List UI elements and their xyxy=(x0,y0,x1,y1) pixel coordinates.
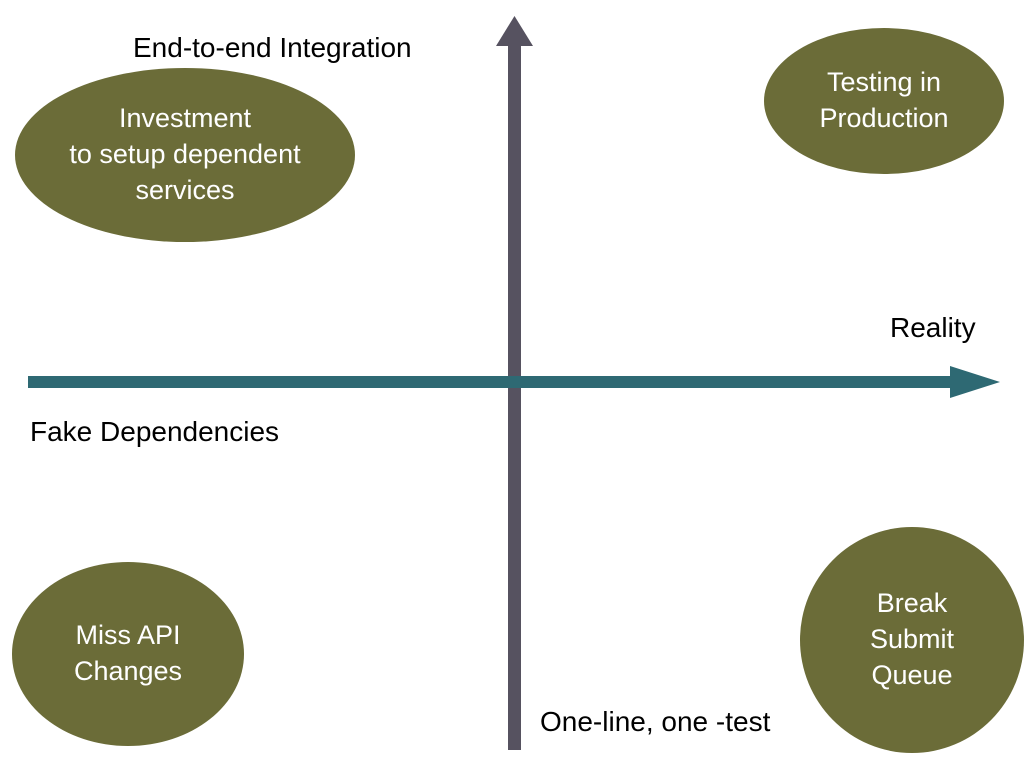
bubble-testing-in-production: Testing in Production xyxy=(764,28,1004,174)
up-arrow-icon xyxy=(496,16,533,46)
bubble-investment-dependent-services: Investment to setup dependent services xyxy=(15,68,355,242)
axis-label-bottom: One-line, one -test xyxy=(540,706,771,737)
bubble-text-line: Miss API xyxy=(75,620,181,651)
bubble-text-line: services xyxy=(135,174,235,205)
bubble-text-line: Break xyxy=(876,588,948,619)
right-arrow-icon xyxy=(950,366,1000,398)
horizontal-axis-shaft xyxy=(28,376,956,388)
bubble-break-submit-queue: Break Submit Queue xyxy=(800,527,1024,753)
bubble-text-line: Submit xyxy=(869,624,955,655)
axis-label-top: End-to-end Integration xyxy=(133,32,412,63)
bubble-text-line: Investment xyxy=(118,103,252,134)
axis-label-left: Fake Dependencies xyxy=(30,416,280,447)
axis-label-right: Reality xyxy=(890,312,976,343)
bubble-text-line: Changes xyxy=(73,656,183,686)
horizontal-axis xyxy=(28,366,1000,398)
bubble-text-line: Production xyxy=(819,103,949,133)
bubble-miss-api-changes: Miss API Changes xyxy=(12,562,244,746)
vertical-axis-shaft xyxy=(508,40,521,750)
bubble-text-line: Testing in xyxy=(826,67,942,98)
bubble-text-line: Queue xyxy=(871,659,953,690)
bubble-text-line: to setup dependent xyxy=(69,139,301,170)
vertical-axis xyxy=(496,16,533,750)
